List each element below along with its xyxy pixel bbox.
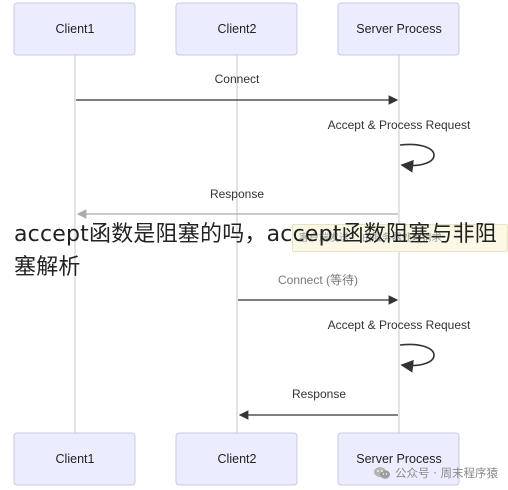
message-label-connect-wait: Connect (等待) <box>278 273 358 287</box>
message-label-response-2: Response <box>292 387 346 401</box>
message-label-connect: Connect <box>215 72 260 86</box>
actor-server-bottom: Server Process <box>337 432 460 486</box>
actor-label: Server Process <box>356 22 441 36</box>
actor-client2-bottom: Client2 <box>175 432 298 486</box>
self-call-arrow-2 <box>399 343 435 373</box>
message-label-response: Response <box>210 187 264 201</box>
actor-server-top: Server Process <box>337 2 460 56</box>
actor-client1-bottom: Client1 <box>13 432 136 486</box>
actor-label: Server Process <box>356 452 441 466</box>
message-label-accept-2: Accept & Process Request <box>328 318 471 332</box>
actor-label: Client2 <box>218 452 257 466</box>
actor-label: Client1 <box>56 452 95 466</box>
wechat-icon <box>374 466 391 480</box>
watermark-text: 公众号 · 周末程序猿 <box>395 466 498 480</box>
actor-client2-top: Client2 <box>175 2 298 56</box>
actor-label: Client2 <box>218 22 257 36</box>
self-call-arrow <box>399 143 435 173</box>
actor-client1-top: Client1 <box>13 2 136 56</box>
actor-label: Client1 <box>56 22 95 36</box>
message-label-accept: Accept & Process Request <box>328 118 471 132</box>
watermark: 公众号 · 周末程序猿 <box>374 463 498 483</box>
overlay-title: accept函数是阻塞的吗，accept函数阻塞与非阻塞解析 <box>14 222 497 280</box>
